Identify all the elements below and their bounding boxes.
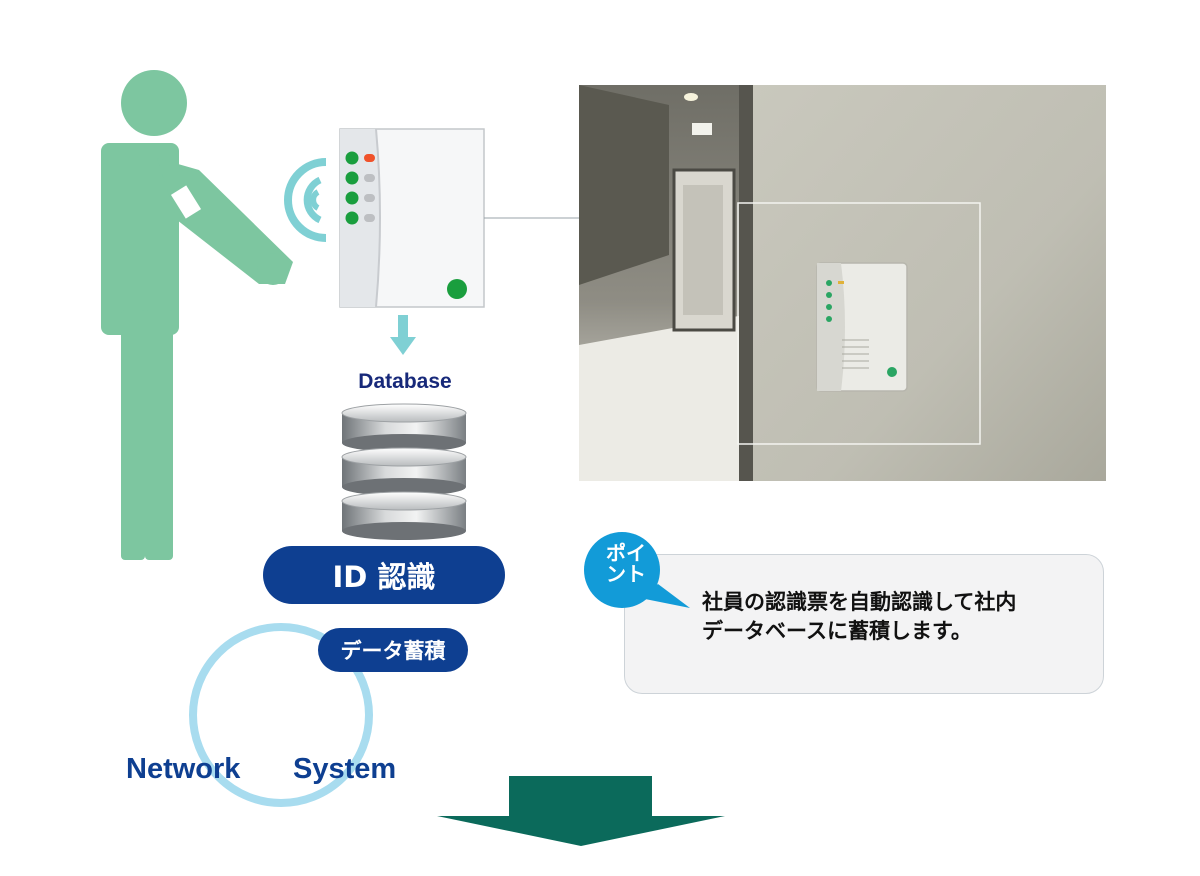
arrow-down-icon xyxy=(390,315,416,355)
wireless-signal-icon xyxy=(284,158,327,242)
person-silhouette-icon xyxy=(101,70,293,560)
point-text-line1: 社員の認識票を自動認識して社内 xyxy=(702,590,1017,614)
point-badge-icon xyxy=(584,532,690,608)
database-stack-icon xyxy=(341,403,467,540)
network-label: Network xyxy=(126,753,241,785)
installation-photo xyxy=(579,85,1106,481)
flow-arrow-icon xyxy=(437,776,725,846)
point-description: 社員の認識票を自動認識して社内 データベースに蓄積します。 xyxy=(702,588,1082,646)
point-badge-label: ポイ ント xyxy=(588,543,664,585)
data-storage-pill: データ蓄積 xyxy=(318,628,468,672)
database-label: Database xyxy=(358,370,452,393)
point-text-line2: データベースに蓄積します。 xyxy=(702,619,972,643)
point-callout-box xyxy=(624,554,1104,694)
card-reader-icon xyxy=(339,128,485,308)
id-recognition-pill: ID 認識 xyxy=(263,546,505,604)
system-label: System xyxy=(293,753,397,785)
network-circle xyxy=(189,623,373,807)
point-badge-line1: ポイ xyxy=(606,541,646,565)
point-badge-line2: ント xyxy=(606,562,646,586)
